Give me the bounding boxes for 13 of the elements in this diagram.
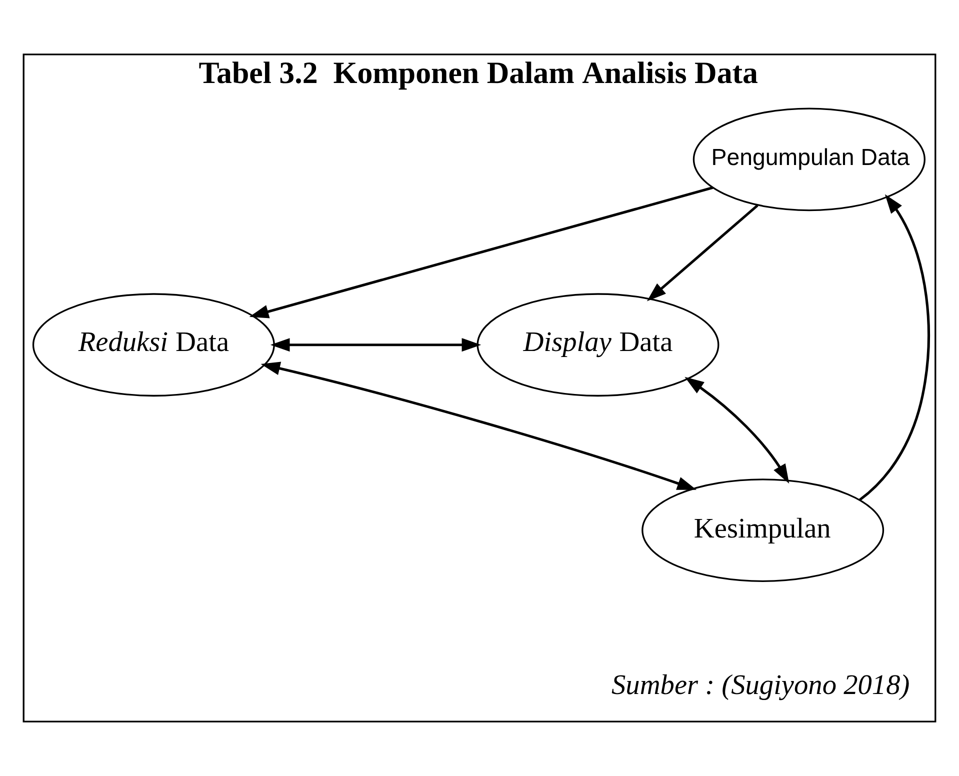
arrow <box>270 338 482 352</box>
arrow <box>249 186 714 318</box>
arrow <box>684 376 790 484</box>
node-ellipse: Reduksi Data <box>32 293 275 397</box>
diagram-title: Tabel 3.2 Komponen Dalam Analisis Data <box>198 55 758 90</box>
cluster <box>22 54 936 722</box>
caption: Sumber : (Sugiyono 2018) <box>612 670 910 701</box>
node-ellipse: Display Data <box>476 293 720 397</box>
arrow <box>646 204 758 302</box>
node-ellipse: Pengumpulan Data <box>692 108 926 212</box>
node-ellipse: Kesimpulan <box>642 478 884 582</box>
arrow <box>260 362 697 490</box>
arrow <box>858 194 930 501</box>
